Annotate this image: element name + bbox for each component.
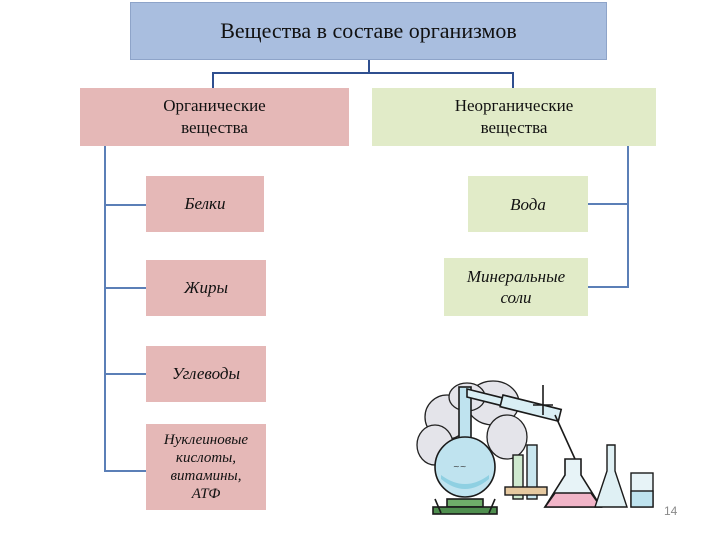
minerals-line2: соли xyxy=(500,288,532,307)
nucleic-line1: Нуклеиновые xyxy=(163,432,249,448)
connector-horizontal xyxy=(212,72,514,74)
proteins-label: Белки xyxy=(184,194,226,213)
organic-branch-nucleic xyxy=(104,470,146,472)
nucleic-line4: АТФ xyxy=(191,486,221,502)
inorganic-label-line2: вещества xyxy=(480,118,548,137)
erlenmeyer-flask-icon xyxy=(543,458,603,508)
organic-branch-carbs xyxy=(104,373,146,375)
inorganic-substances-box: Неорганические вещества xyxy=(372,88,656,146)
fats-box: Жиры xyxy=(146,260,266,316)
svg-text:~~: ~~ xyxy=(453,462,466,471)
inorganic-trunk-line xyxy=(627,146,629,288)
test-tubes-icon xyxy=(504,444,548,500)
inorganic-branch-minerals xyxy=(588,286,629,288)
nucleic-acids-box: Нуклеиновые кислоты, витамины, АТФ xyxy=(146,424,266,510)
connector-to-organic xyxy=(212,72,214,88)
diagram-title-text: Вещества в составе организмов xyxy=(220,18,517,43)
mineral-salts-box: Минеральные соли xyxy=(444,258,588,316)
inorganic-label-line1: Неорганические xyxy=(454,96,574,115)
minerals-line1: Минеральные xyxy=(466,267,566,286)
organic-label-line1: Органические xyxy=(163,96,266,115)
connector-title-stem xyxy=(368,60,370,73)
organic-substances-box: Органические вещества xyxy=(80,88,349,146)
water-label: Вода xyxy=(510,194,546,214)
page-number: 14 xyxy=(664,504,678,518)
carbohydrates-box: Углеводы xyxy=(146,346,266,402)
organic-label-line2: вещества xyxy=(181,118,248,137)
organic-branch-proteins xyxy=(104,204,146,206)
chemistry-lab-illustration: ~~ xyxy=(416,380,654,515)
ring-stand-icon xyxy=(432,498,498,515)
inorganic-branch-water xyxy=(588,203,629,205)
proteins-box: Белки xyxy=(146,176,264,232)
organic-trunk-line xyxy=(104,146,106,472)
connector-to-inorganic xyxy=(512,72,514,88)
nucleic-line2: кислоты, xyxy=(175,450,237,466)
nucleic-line3: витамины, xyxy=(170,468,242,484)
diagram-title: Вещества в составе организмов xyxy=(130,2,607,60)
carbohydrates-label: Углеводы xyxy=(172,364,240,383)
organic-branch-fats xyxy=(104,287,146,289)
fats-label: Жиры xyxy=(183,278,229,297)
round-bottom-flask-icon: ~~ xyxy=(434,386,496,498)
beakers-icon xyxy=(594,444,654,508)
condenser-tube-icon xyxy=(466,385,576,460)
water-box: Вода xyxy=(468,176,588,232)
